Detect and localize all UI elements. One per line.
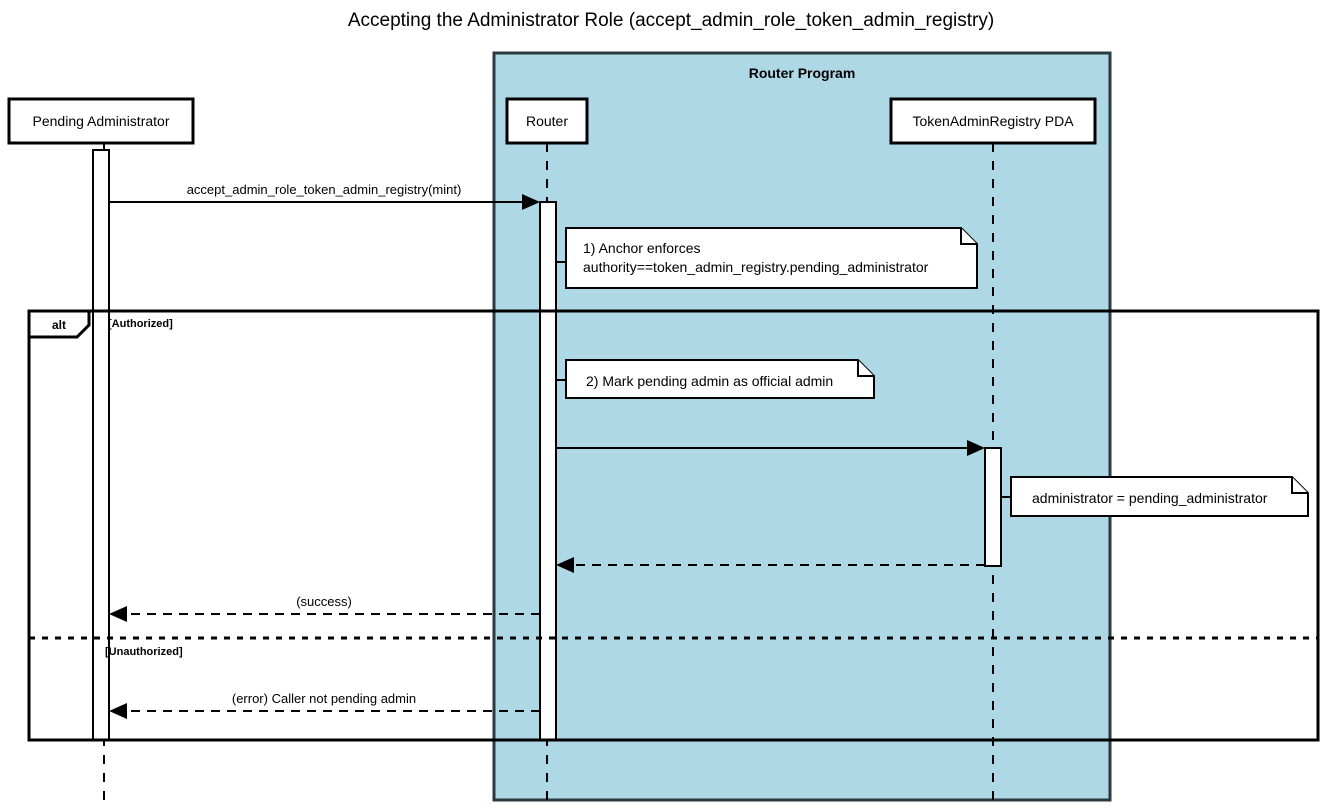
message-label-5: (error) Caller not pending admin	[232, 691, 416, 706]
message-error-return[interactable]: (error) Caller not pending admin	[109, 691, 540, 719]
participant-label-registry-pda: TokenAdminRegistry PDA	[912, 113, 1074, 129]
arrowhead-right-2	[967, 440, 985, 456]
note-line-1-b: authority==token_admin_registry.pending_…	[583, 259, 929, 275]
group-box-router-program	[492, 51, 1112, 802]
fragment-alt-frame	[27, 309, 1320, 742]
arrowhead-left-5	[109, 703, 127, 719]
fragment-guard-unauthorized: [Unauthorized]	[105, 646, 183, 658]
participant-label-pending-administrator: Pending Administrator	[33, 113, 170, 129]
fragment-operator-label: alt	[52, 318, 66, 332]
message-label-4: (success)	[296, 594, 352, 609]
fragment-guard-authorized: [Authorized]	[108, 318, 173, 330]
message-registry-return[interactable]	[556, 557, 985, 573]
arrowhead-right-1	[522, 194, 540, 210]
message-accept-admin-role[interactable]: accept_admin_role_token_admin_registry(m…	[109, 182, 540, 210]
note-line-3-a: administrator = pending_administrator	[1032, 490, 1268, 506]
note-line-2-a: 2) Mark pending admin as official admin	[586, 373, 833, 389]
participant-label-router: Router	[526, 113, 568, 129]
participant-registry-pda[interactable]: TokenAdminRegistry PDA	[889, 97, 1097, 145]
fragment-alt-tab	[27, 309, 91, 339]
message-success-return[interactable]: (success)	[109, 594, 540, 622]
message-label-1: accept_admin_role_token_admin_registry(m…	[187, 182, 462, 197]
arrowhead-left-3	[556, 557, 574, 573]
participant-pending-administrator[interactable]: Pending Administrator	[7, 97, 195, 145]
group-label-router-program: Router Program	[749, 65, 856, 81]
note-administrator-assignment: administrator = pending_administrator	[1001, 476, 1309, 517]
participant-router[interactable]: Router	[505, 97, 589, 145]
note-line-1-a: 1) Anchor enforces	[583, 240, 701, 256]
diagram-title: Accepting the Administrator Role (accept…	[348, 10, 994, 31]
message-router-to-registry[interactable]	[556, 440, 985, 456]
note-mark-pending-admin: 2) Mark pending admin as official admin	[556, 359, 875, 399]
arrowhead-left-4	[109, 606, 127, 622]
activation-bar-router	[539, 201, 557, 741]
note-anchor-enforces: 1) Anchor enforces authority==token_admi…	[556, 227, 978, 289]
activation-bar-registry-pda	[984, 447, 1002, 567]
